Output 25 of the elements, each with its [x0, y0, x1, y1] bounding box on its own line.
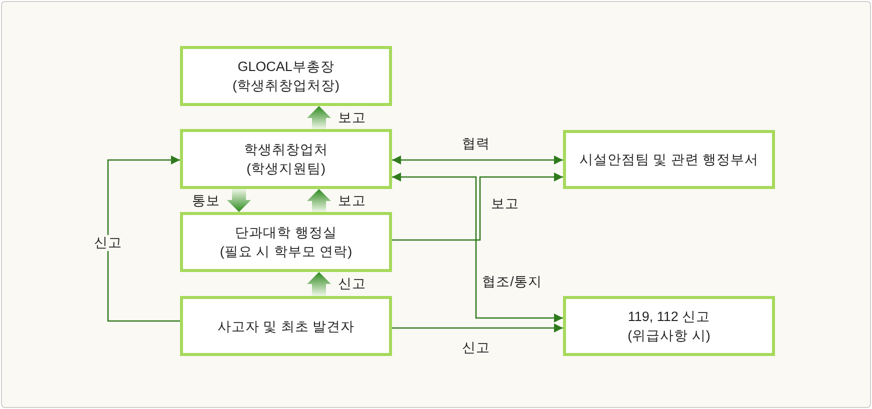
- box-title: 119, 112 신고: [628, 308, 710, 326]
- process-box: [563, 130, 775, 189]
- box-subtitle: (위급사항 시): [628, 327, 710, 345]
- process-box: [180, 46, 392, 106]
- process-box: [180, 129, 392, 189]
- arrow: [392, 172, 563, 322]
- box-subtitle: (필요 시 학부모 연락): [220, 243, 352, 261]
- arrow: [392, 156, 563, 164]
- process-box: [563, 296, 775, 356]
- box-title: 학생취창업처: [244, 141, 328, 159]
- box-title: 시설안점팀 및 관련 행정부서: [579, 151, 759, 169]
- box-title: 단과대학 행정실: [235, 224, 337, 242]
- box-subtitle: (학생지원팀): [246, 160, 326, 178]
- arrow: [392, 324, 563, 332]
- arrow: [107, 156, 180, 322]
- block-arrow: [307, 272, 331, 296]
- process-box: [180, 296, 392, 356]
- box-title: 사고자 및 최초 발견자: [217, 318, 355, 336]
- process-box: [180, 212, 392, 272]
- box-title: GLOCAL부총장: [238, 58, 334, 76]
- block-arrow: [227, 189, 251, 212]
- box-subtitle: (학생취창업처장): [232, 77, 340, 95]
- arrow: [392, 172, 563, 241]
- block-arrow: [307, 189, 331, 212]
- block-arrow: [307, 106, 331, 129]
